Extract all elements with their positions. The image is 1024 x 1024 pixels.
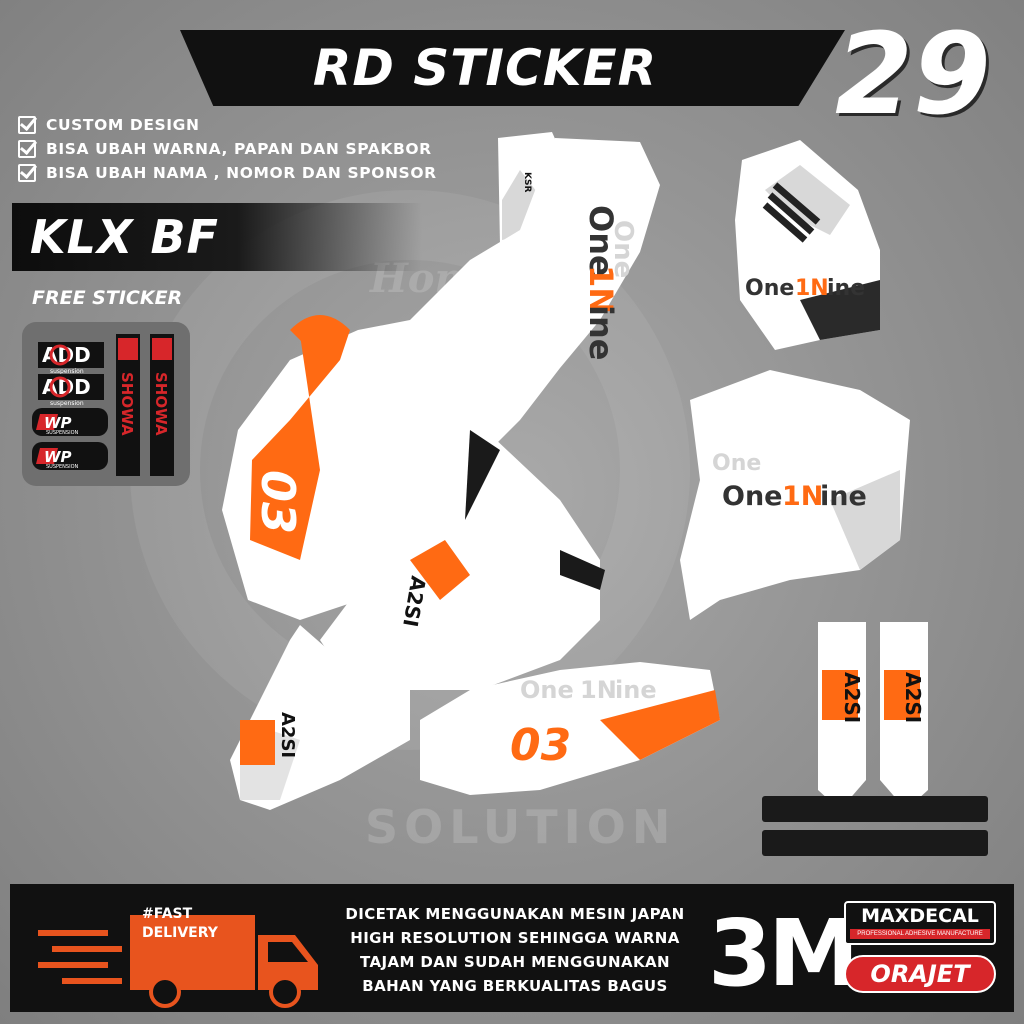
fork-guard-right: A2SI bbox=[880, 622, 928, 810]
add-logo: ADD suspension bbox=[38, 374, 104, 407]
brand-3m-logo: 3M bbox=[708, 900, 860, 1007]
svg-text:03: 03 bbox=[510, 720, 571, 771]
svg-text:SHOWA: SHOWA bbox=[152, 372, 170, 436]
model-name: KLX BF bbox=[30, 210, 219, 264]
check-icon bbox=[18, 116, 36, 134]
showa-strip: SHOWA bbox=[150, 334, 174, 476]
shroud-right: One 1N ine One bbox=[680, 370, 910, 620]
black-strip bbox=[762, 796, 988, 822]
number-plate: One 1N ine bbox=[735, 140, 880, 350]
wp-logo: WP SUSPENSION bbox=[32, 442, 108, 470]
orajet-text: ORAJET bbox=[870, 960, 970, 988]
feature-list: CUSTOM DESIGN BISA UBAH WARNA, PAPAN DAN… bbox=[18, 113, 437, 185]
wp-logo: WP SUSPENSION bbox=[32, 408, 108, 436]
check-icon bbox=[18, 140, 36, 158]
svg-text:One: One bbox=[582, 205, 620, 277]
feature-item: BISA UBAH NAMA , NOMOR DAN SPONSOR bbox=[18, 161, 437, 185]
showa-strip: SHOWA bbox=[116, 334, 140, 476]
print-description: DICETAK MENGGUNAKAN MESIN JAPAN HIGH RES… bbox=[345, 905, 685, 995]
shroud-left: 03 One 1N ine One bbox=[222, 138, 660, 620]
check-icon bbox=[18, 164, 36, 182]
feature-item: BISA UBAH WARNA, PAPAN DAN SPAKBOR bbox=[18, 137, 437, 161]
svg-text:SUSPENSION: SUSPENSION bbox=[46, 464, 79, 470]
side-panel-left: A2SI bbox=[230, 625, 410, 810]
svg-text:ine: ine bbox=[615, 676, 657, 704]
front-fender: A2SI bbox=[320, 420, 605, 690]
design-number: 29 bbox=[835, 10, 991, 140]
svg-text:WP: WP bbox=[44, 414, 72, 432]
svg-text:ine: ine bbox=[582, 305, 620, 360]
add-logo: ADD suspension bbox=[38, 342, 104, 375]
svg-text:One: One bbox=[745, 276, 794, 301]
orajet-logo bbox=[844, 955, 996, 993]
svg-text:One: One bbox=[520, 676, 574, 704]
svg-text:ine: ine bbox=[820, 481, 867, 512]
svg-text:A2SI: A2SI bbox=[901, 672, 925, 723]
side-panel-right: 03 One 1N ine bbox=[420, 662, 720, 795]
svg-text:SHOWA: SHOWA bbox=[118, 372, 136, 436]
svg-text:1N: 1N bbox=[782, 481, 823, 512]
svg-text:WP: WP bbox=[44, 448, 72, 466]
title-banner bbox=[180, 30, 845, 106]
svg-text:KSR: KSR bbox=[522, 172, 532, 192]
svg-text:SUSPENSION: SUSPENSION bbox=[46, 430, 79, 436]
watermark-solution: SOLUTION bbox=[365, 800, 677, 854]
svg-text:ine: ine bbox=[827, 276, 865, 301]
svg-text:suspension: suspension bbox=[50, 400, 84, 407]
maxdecal-text: MAXDECAL bbox=[861, 905, 979, 927]
svg-text:A2SI: A2SI bbox=[840, 672, 864, 723]
svg-text:suspension: suspension bbox=[50, 368, 84, 375]
page-title: RD STICKER bbox=[312, 39, 658, 97]
svg-text:One: One bbox=[722, 481, 783, 512]
fast-delivery-label: #FAST DELIVERY bbox=[142, 906, 218, 941]
svg-text:1N: 1N bbox=[580, 676, 617, 704]
svg-text:1N: 1N bbox=[795, 276, 829, 301]
fork-guard-left: A2SI bbox=[818, 622, 866, 810]
free-sticker-label: FREE STICKER bbox=[32, 287, 183, 309]
side-panel-top: KSR bbox=[498, 132, 560, 245]
maxdecal-subtext: PROFESSIONAL ADHESIVE MANUFACTURE bbox=[850, 929, 990, 939]
svg-text:One: One bbox=[712, 451, 761, 476]
black-strip bbox=[762, 830, 988, 856]
model-banner bbox=[12, 203, 422, 271]
svg-text:03: 03 bbox=[251, 470, 305, 534]
svg-text:A2SI: A2SI bbox=[277, 712, 298, 758]
svg-text:One: One bbox=[608, 220, 638, 278]
svg-text:1N: 1N bbox=[582, 265, 620, 314]
feature-item: CUSTOM DESIGN bbox=[18, 113, 437, 137]
